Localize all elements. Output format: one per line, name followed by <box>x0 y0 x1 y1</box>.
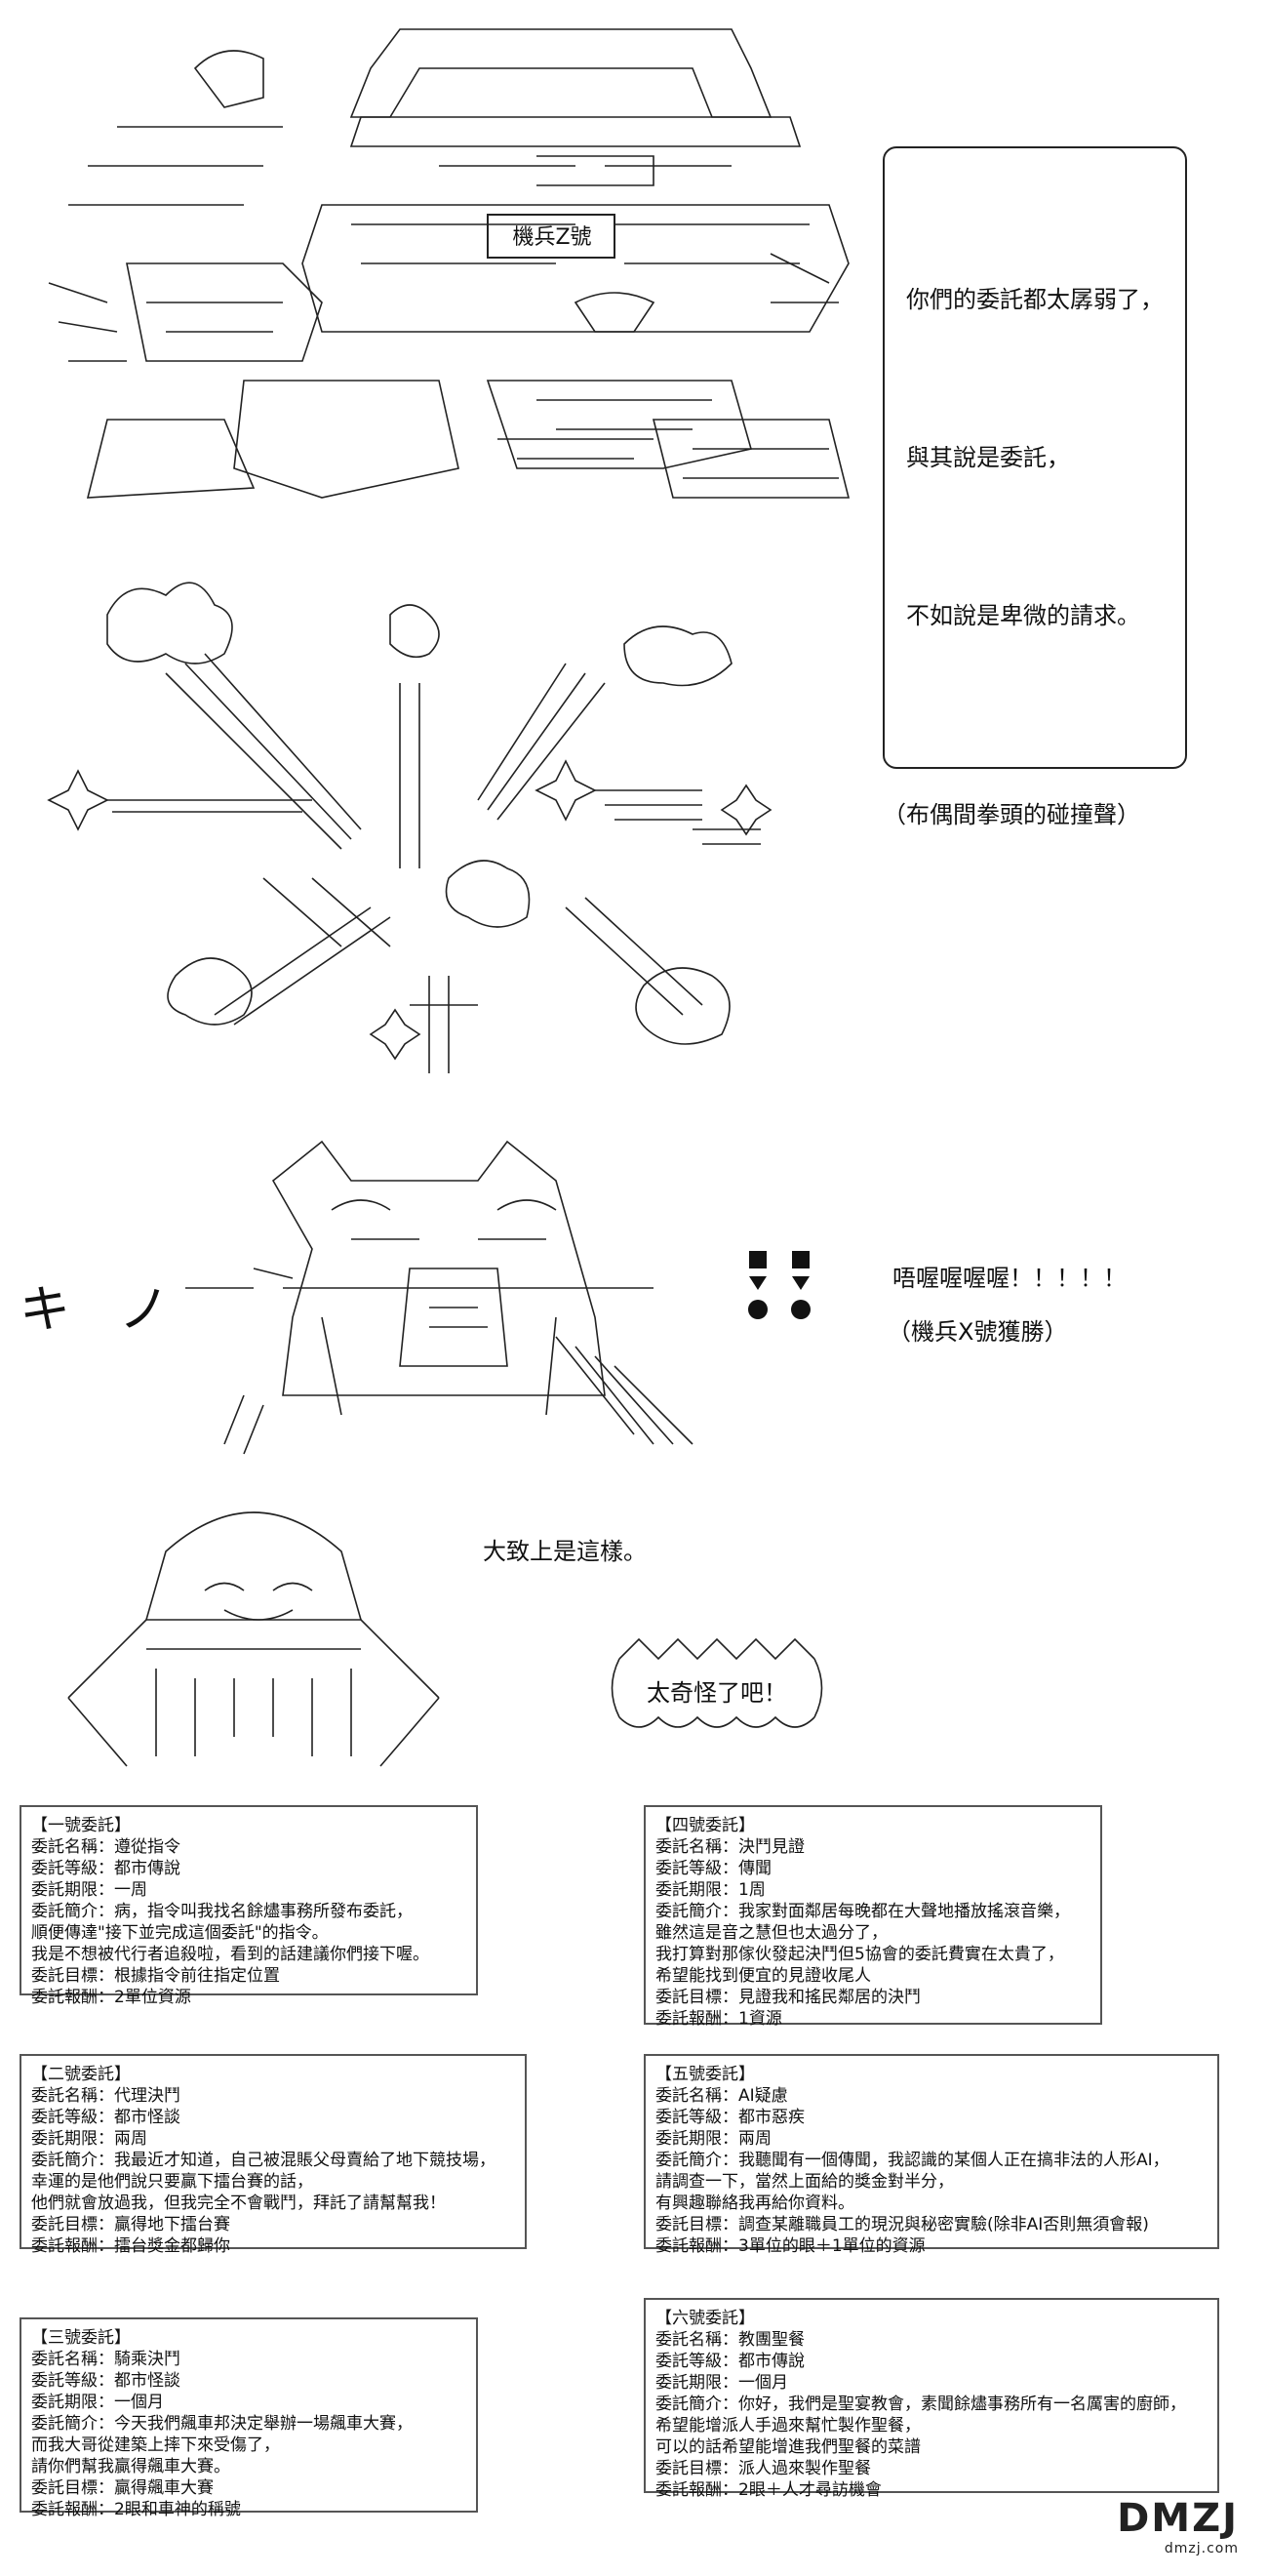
shrug-ascii-art <box>59 1483 449 1776</box>
card-row: 可以的話希望能增進我們聖餐的菜譜 <box>655 2437 921 2457</box>
card-row: 委託等級：傳聞 <box>655 1859 772 1878</box>
card-row: 【四號委託】 <box>655 1816 755 1835</box>
collision-caption: （布偶間拳頭的碰撞聲） <box>883 801 1140 828</box>
card-row: 委託目標：調查某離職員工的現況與秘密實驗(除非AI否則無須會報) <box>655 2215 1149 2234</box>
card-row: 有興趣聯絡我再給你資料。 <box>655 2194 854 2213</box>
card-row: 委託簡介：今天我們飆車邦決定舉辦一場飆車大賽， <box>31 2414 413 2434</box>
panel-victory: キ ノ 唔喔喔喔喔！！！！！ （機兵X號獲勝） <box>0 1122 1268 1483</box>
panel-robot-boast: 機兵Z號 你們的委託都太孱弱了， 與其說是委託， 不如說是卑微的請求。 <box>0 0 1268 769</box>
card-row: 委託名稱：決鬥見證 <box>655 1837 805 1857</box>
card-row: 委託期限：兩周 <box>655 2129 772 2149</box>
card-row: 希望能找到便宜的見證收尾人 <box>655 1966 871 1986</box>
summary-narration: 大致上是這樣。 <box>483 1538 647 1565</box>
commission-card-3: 【三號委託】 委託名稱：騎乘決鬥 委託等級：都市怪談 委託期限：一個月 委託簡介… <box>20 2317 478 2519</box>
victory-shout: 唔喔喔喔喔！！！！！ <box>892 1265 1127 1292</box>
card-row: 委託期限：一個月 <box>655 2373 788 2393</box>
plate-label: 機兵Z號 <box>512 225 592 250</box>
card-row: 委託簡介：病，指令叫我找名餘燼事務所發布委託， <box>31 1902 413 1921</box>
speech-line-1: 你們的委託都太孱弱了， <box>906 286 1164 313</box>
card-row: 委託目標：贏得地下擂台賽 <box>31 2215 230 2234</box>
card-row: 委託目標：贏得飆車大賽 <box>31 2478 214 2498</box>
robot-name-plate: 機兵Z號 <box>490 219 614 258</box>
card-row: 委託目標：派人過來製作聖餐 <box>655 2459 871 2478</box>
card-row: 委託名稱：遵從指令 <box>31 1837 180 1857</box>
card-row: 委託等級：都市怪談 <box>31 2371 180 2391</box>
card-row: 【六號委託】 <box>655 2309 755 2328</box>
site-watermark: DMZJ dmzj.com <box>1117 2496 1239 2556</box>
card-row: 委託目標：見證我和搖民鄰居的決鬥 <box>655 1988 921 2007</box>
card-row: 【一號委託】 <box>31 1816 131 1835</box>
card-row: 委託簡介：我家對面鄰居每晚都在大聲地播放搖滾音樂， <box>655 1902 1070 1921</box>
exclaim-burst <box>600 1630 834 1747</box>
card-row: 【三號委託】 <box>31 2328 131 2348</box>
card-row: 委託等級：都市惡疾 <box>655 2108 805 2127</box>
card-row: 委託報酬：2眼＋人才尋訪機會 <box>655 2480 882 2500</box>
victory-result: （機兵X號獲勝） <box>888 1318 1068 1346</box>
commission-card-2: 【二號委託】 委託名稱：代理決鬥 委託等級：都市怪談 委託期限：兩周 委託簡介：… <box>20 2054 527 2256</box>
card-row: 而我大哥從建築上摔下來受傷了， <box>31 2435 280 2455</box>
card-row: 委託簡介：我最近才知道，自己被混賬父母賣給了地下競技場， <box>31 2151 495 2170</box>
card-row: 雖然這是音之慧但也太過分了， <box>655 1923 888 1943</box>
commission-card-5: 【五號委託】 委託名稱：AI疑慮 委託等級：都市惡疾 委託期限：兩周 委託簡介：… <box>644 2054 1219 2256</box>
card-row: 委託等級：都市傳說 <box>31 1859 180 1878</box>
commission-card-6: 【六號委託】 委託名稱：教團聖餐 委託等級：都市傳說 委託期限：一個月 委託簡介… <box>644 2298 1219 2500</box>
panel-collision: （布偶間拳頭的碰撞聲） <box>0 556 1268 1103</box>
sfx-text: キ ノ <box>20 1281 170 1340</box>
card-row: 委託名稱：AI疑慮 <box>655 2086 788 2106</box>
card-row: 委託報酬：擂台獎金都歸你 <box>31 2236 230 2256</box>
panel-summary: 大致上是這樣。 太奇怪了吧！ <box>0 1483 1268 1776</box>
card-row: 委託名稱：騎乘決鬥 <box>31 2350 180 2369</box>
watermark-sub: dmzj.com <box>1164 2541 1239 2556</box>
card-row: 委託期限：一周 <box>31 1880 147 1900</box>
card-row: 委託報酬：2單位資源 <box>31 1988 191 2007</box>
robot-ascii-art <box>29 10 868 537</box>
card-row: 我是不想被代行者追殺啦，看到的話建議你們接下喔。 <box>31 1945 429 1964</box>
card-row: 委託名稱：代理決鬥 <box>31 2086 180 2106</box>
card-row: 委託簡介：你好，我們是聖宴教會，素聞餘燼事務所有一名厲害的廚師， <box>655 2395 1186 2414</box>
card-row: 我打算對那傢伙發起決鬥但5協會的委託費實在太貴了， <box>655 1945 1064 1964</box>
card-row: 請你們幫我贏得飆車大賽。 <box>31 2457 230 2476</box>
speech-line-2: 與其說是委託， <box>906 444 1070 471</box>
speech-line-3: 不如說是卑微的請求。 <box>906 602 1140 629</box>
watermark-brand: DMZJ <box>1117 2496 1239 2541</box>
commission-card-4: 【四號委託】 委託名稱：決鬥見證 委託等級：傳聞 委託期限：1周 委託簡介：我家… <box>644 1805 1102 2029</box>
card-row: 委託目標：根據指令前往指定位置 <box>31 1966 280 1986</box>
card-row: 委託期限：1周 <box>655 1880 766 1900</box>
card-row: 委託等級：都市傳說 <box>655 2352 805 2371</box>
victory-symbols <box>741 1249 829 1327</box>
card-row: 幸運的是他們說只要贏下擂台賽的話， <box>31 2172 313 2192</box>
card-row: 請調查一下，當然上面給的獎金對半分， <box>655 2172 954 2192</box>
victory-ascii-art <box>185 1122 771 1473</box>
card-row: 委託報酬：3單位的眼＋1單位的資源 <box>655 2236 926 2256</box>
speech-bubble-boast: 你們的委託都太孱弱了， 與其說是委託， 不如說是卑微的請求。 <box>883 146 1187 769</box>
exclaim-text: 太奇怪了吧！ <box>647 1679 787 1707</box>
card-row: 委託報酬：1資源 <box>655 2009 782 2029</box>
card-row: 順便傳達"接下並完成這個委託"的指令。 <box>31 1923 329 1943</box>
card-row: 委託報酬：2眼和車神的稱號 <box>31 2500 241 2519</box>
card-row: 希望能增派人手過來幫忙製作聖餐， <box>655 2416 921 2435</box>
card-row: 委託等級：都市怪談 <box>31 2108 180 2127</box>
card-row: 委託期限：兩周 <box>31 2129 147 2149</box>
card-row: 委託期限：一個月 <box>31 2393 164 2412</box>
commission-card-1: 【一號委託】 委託名稱：遵從指令 委託等級：都市傳說 委託期限：一周 委託簡介：… <box>20 1805 478 2007</box>
card-row: 【五號委託】 <box>655 2065 755 2084</box>
card-row: 他們就會放過我，但我完全不會戰鬥，拜託了請幫幫我！ <box>31 2194 446 2213</box>
card-row: 委託簡介：我聽聞有一個傳聞，我認識的某個人正在搞非法的人形AI， <box>655 2151 1169 2170</box>
card-row: 委託名稱：教團聖餐 <box>655 2330 805 2350</box>
card-row: 【二號委託】 <box>31 2065 131 2084</box>
collision-ascii-art <box>20 556 800 1103</box>
